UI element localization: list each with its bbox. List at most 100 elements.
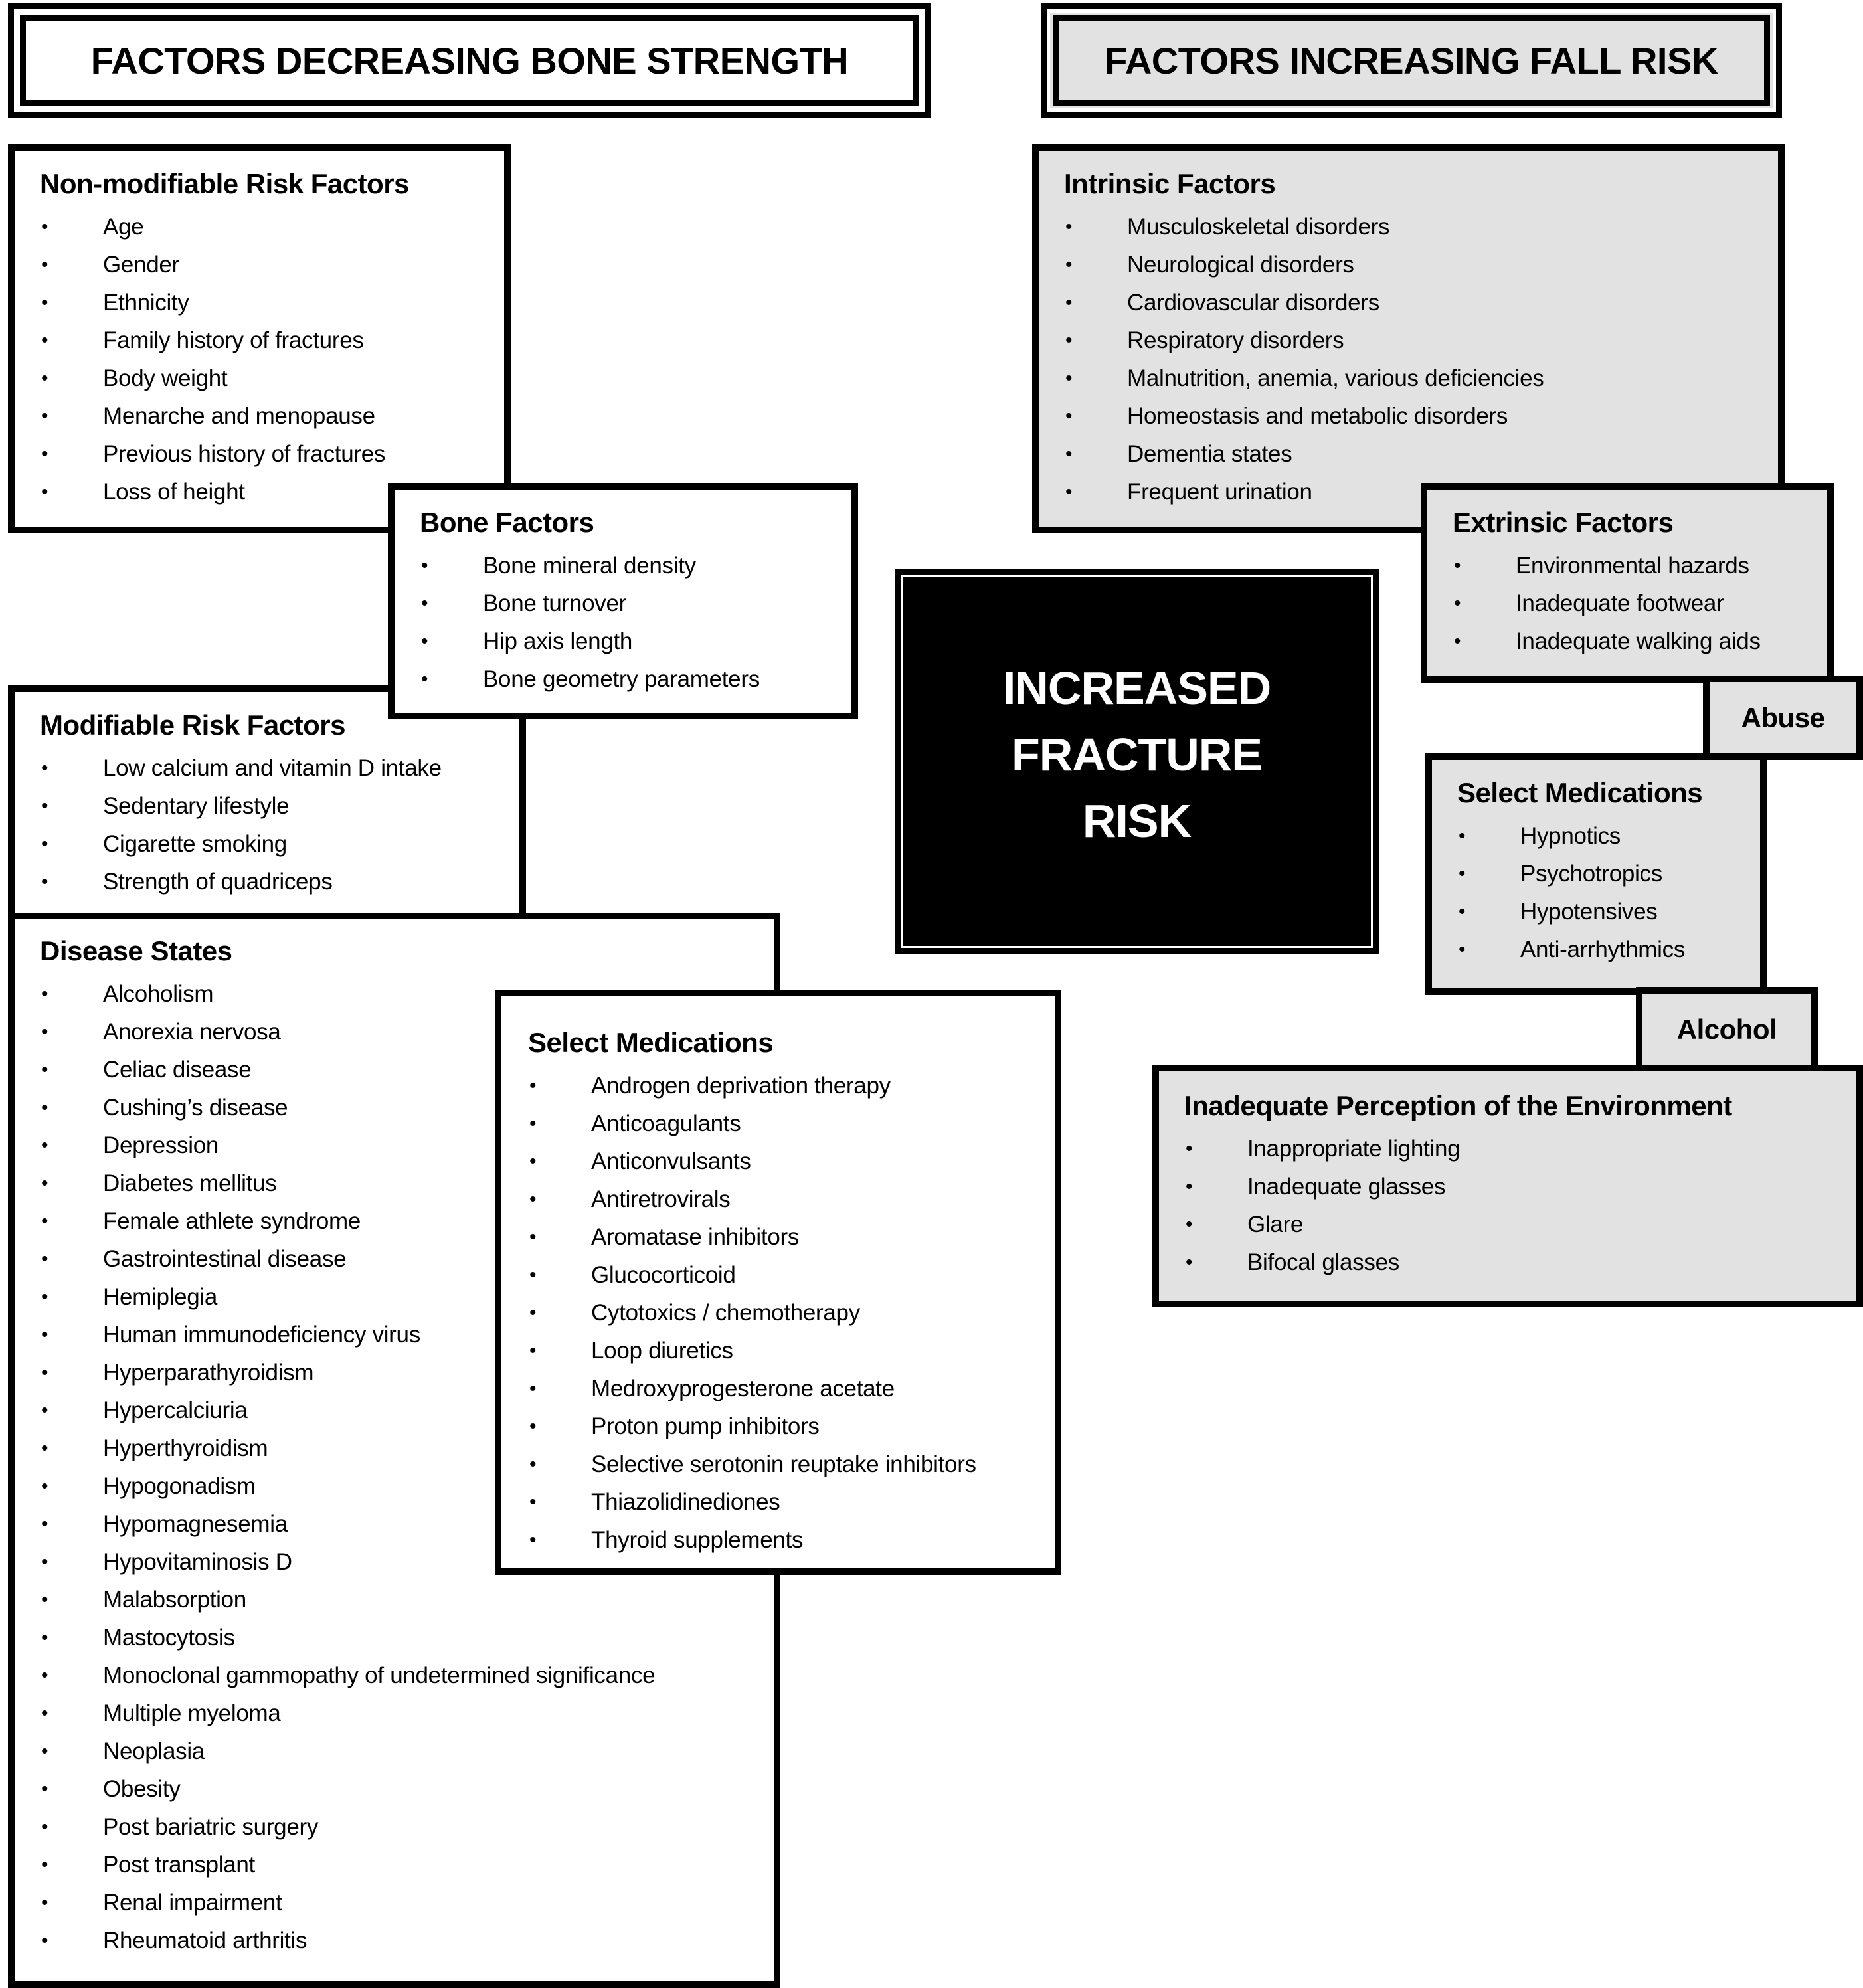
box-heading: Modifiable Risk Factors (40, 709, 345, 741)
bullet-icon: • (41, 983, 48, 1005)
list-item-text: Low calcium and vitamin D intake (103, 755, 442, 781)
list-item-text: Thiazolidinediones (591, 1489, 780, 1515)
list-item-text: Hyperthyroidism (103, 1435, 268, 1461)
list-item-text: Respiratory disorders (1127, 327, 1344, 353)
list-item-text: Glare (1247, 1212, 1304, 1237)
bullet-icon: • (41, 367, 48, 389)
list-item: •Selective serotonin reuptake inhibitors (528, 1445, 1055, 1483)
list-item: •Neoplasia (40, 1732, 774, 1770)
list-item-text: Monoclonal gammopathy of undetermined si… (103, 1663, 656, 1688)
center-line-2: FRACTURE (1012, 729, 1263, 780)
list-item: •Family history of fractures (40, 321, 504, 359)
increased-fracture-risk-label: INCREASED FRACTURE RISK (895, 569, 1379, 954)
list-item: •Menarche and menopause (40, 397, 504, 435)
bullet-icon: • (529, 1491, 537, 1513)
list-item: • Thiazolidinediones (528, 1483, 1055, 1521)
item-list: •Bone mineral density•Bone turnover•Hip … (420, 547, 851, 698)
list-item: • Hypotensives (1457, 893, 1760, 931)
list-item-text: Previous history of fractures (103, 441, 386, 467)
list-item-text: Selective serotonin reuptake inhibitors (591, 1451, 976, 1477)
list-item: •Inappropriate lighting (1184, 1130, 1856, 1168)
bullet-icon: • (421, 630, 428, 652)
bullet-icon: • (1454, 555, 1461, 577)
list-item: •Neurological disorders (1064, 246, 1778, 284)
list-item: •Hypogonadism (40, 1467, 774, 1505)
list-item-text: Musculoskeletal disorders (1127, 214, 1390, 240)
bullet-icon: • (41, 1021, 48, 1043)
list-item: •Ethnicity (40, 284, 504, 321)
list-item-text: Malabsorption (103, 1587, 246, 1613)
box-heading: Select Medications (1457, 777, 1703, 808)
bullet-icon: • (41, 1248, 48, 1270)
list-item: •Malabsorption (40, 1581, 774, 1619)
box-heading: Bone Factors (420, 507, 594, 538)
list-item: • Low calcium and vitamin D intake (40, 749, 519, 787)
bone-strength-header-inner: FACTORS DECREASING BONE STRENGTH (20, 15, 919, 106)
inadequate-perception-box: Inadequate Perception of the Environment… (1152, 1065, 1863, 1307)
bullet-icon: • (1459, 901, 1466, 923)
list-item: •Gastrointestinal disease (40, 1240, 774, 1278)
list-item: •Respiratory disorders (1064, 321, 1778, 359)
list-item-text: Female athlete syndrome (103, 1208, 361, 1234)
list-item-text: Inadequate footwear (1516, 590, 1724, 616)
list-item-text: Multiple myeloma (103, 1700, 281, 1726)
item-list: •Inappropriate lighting•Inadequate glass… (1184, 1130, 1856, 1281)
bullet-icon: • (1065, 481, 1073, 503)
list-item: •Bone geometry parameters (420, 660, 851, 698)
list-item-text: Mastocytosis (103, 1625, 235, 1651)
bullet-icon: • (529, 1415, 537, 1437)
bullet-icon: • (41, 405, 48, 427)
list-item: •Human immunodeficiency virus (40, 1316, 774, 1354)
list-item: •Multiple myeloma (40, 1694, 774, 1732)
list-item-text: Inadequate glasses (1247, 1174, 1446, 1200)
bullet-icon: • (41, 1437, 48, 1459)
list-item: • Inadequate footwear (1453, 585, 1827, 622)
list-item: •Psychotropics (1457, 855, 1760, 893)
list-item: •Antiretrovirals (528, 1180, 1055, 1218)
bullet-icon: • (41, 1930, 48, 1951)
bullet-icon: • (1459, 863, 1466, 885)
list-item-text: Environmental hazards (1516, 553, 1749, 579)
list-item: •Post transplant (40, 1846, 774, 1884)
list-item-text: Hypovitaminosis D (103, 1549, 292, 1575)
bullet-icon: • (41, 1286, 48, 1308)
bullet-icon: • (41, 481, 48, 503)
list-item-text: Human immunodeficiency virus (103, 1322, 420, 1348)
list-item: •Female athlete syndrome (40, 1202, 774, 1240)
bullet-icon: • (41, 1740, 48, 1762)
list-item: •Glucocorticoid (528, 1256, 1055, 1294)
list-item: •Anorexia nervosa (40, 1013, 774, 1051)
item-list: •Low calcium and vitamin D intake•Sedent… (40, 749, 519, 901)
alcohol-label: Alcohol (1676, 1013, 1777, 1045)
bullet-icon: • (41, 292, 48, 314)
bullet-icon: • (529, 1378, 537, 1400)
list-item-text: Dementia states (1127, 441, 1292, 467)
list-item-text: Hypnotics (1520, 823, 1621, 849)
list-item: •Musculoskeletal disorders (1064, 208, 1778, 246)
modifiable-risk-factors-box: Modifiable Risk Factors • Low calcium and… (8, 685, 526, 919)
list-item-text: Hypotensives (1520, 899, 1658, 925)
bullet-icon: • (41, 1665, 48, 1686)
bullet-icon: • (421, 592, 428, 614)
list-item-text: Age (103, 214, 144, 240)
bullet-icon: • (1065, 367, 1073, 389)
fall-select-medications-box: Select Medications • Hypnotics •Psychotrop… (1425, 753, 1767, 995)
list-item-text: Bone mineral density (483, 553, 696, 579)
list-item-text: Antiretrovirals (591, 1186, 731, 1212)
bullet-icon: • (41, 833, 48, 855)
list-item: •Thyroid supplements (528, 1521, 1055, 1559)
bullet-icon: • (1454, 592, 1461, 614)
list-item: •Hyperparathyroidism (40, 1354, 774, 1392)
list-item-text: Body weight (103, 365, 228, 391)
list-item: •Hypomagnesemia (40, 1505, 774, 1543)
bullet-icon: • (41, 216, 48, 238)
increased-fracture-risk-box: INCREASED FRACTURE RISK (895, 569, 1379, 954)
bullet-icon: • (529, 1150, 537, 1172)
list-item-text: Renal impairment (103, 1890, 282, 1916)
list-item: •Anticonvulsants (528, 1142, 1055, 1180)
non-modifiable-risk-factors-box: Non-modifiable Risk Factors •Age•Gender•… (8, 144, 511, 533)
list-item-text: Neurological disorders (1127, 252, 1354, 278)
bullet-icon: • (529, 1264, 537, 1286)
list-item: •Aromatase inhibitors (528, 1218, 1055, 1256)
bullet-icon: • (41, 757, 48, 779)
